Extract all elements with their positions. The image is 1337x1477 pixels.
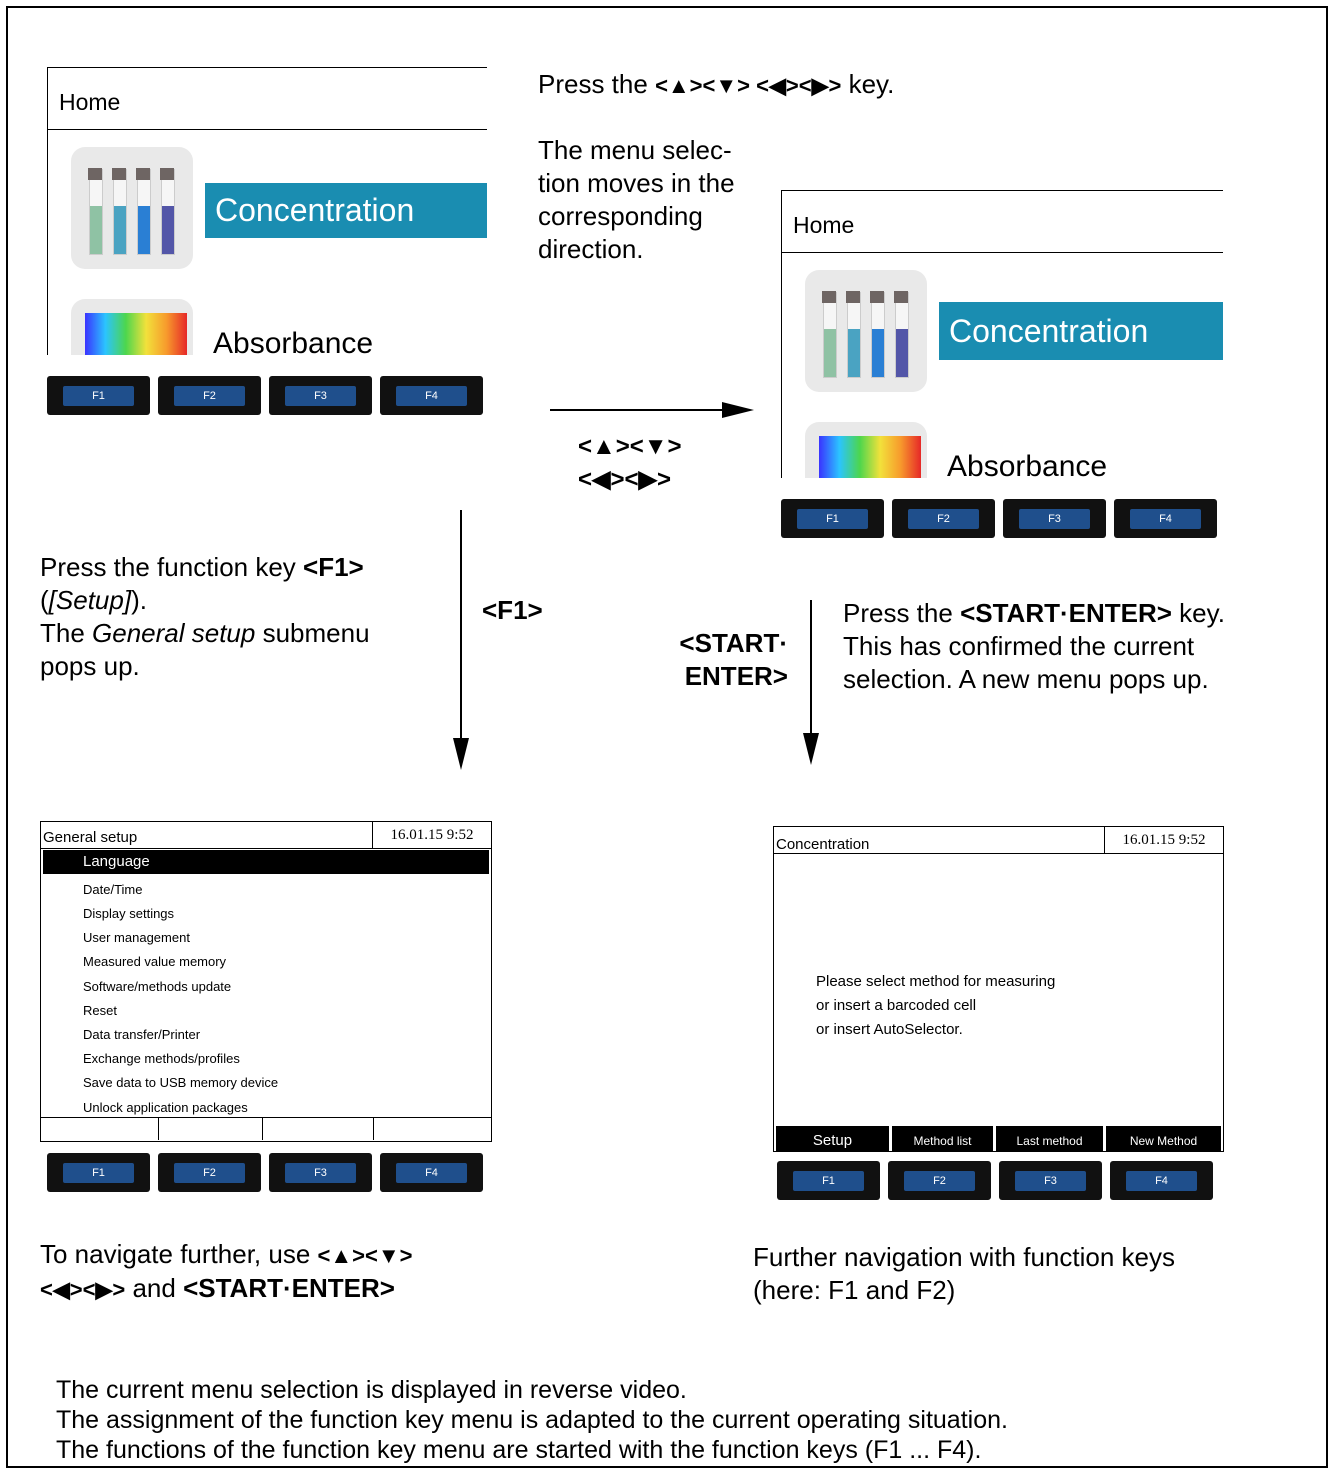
f3-key[interactable]: F3: [269, 1153, 372, 1192]
f2-key[interactable]: F2: [888, 1161, 991, 1200]
f2-key[interactable]: F2: [158, 1153, 261, 1192]
f1-key[interactable]: F1: [781, 499, 884, 538]
f3-key[interactable]: F3: [999, 1161, 1102, 1200]
menu-item-exchange-methods[interactable]: Exchange methods/profiles: [83, 1051, 240, 1066]
screen-datetime: 16.01.15 9:52: [372, 822, 491, 848]
softkey-method-list[interactable]: Method list: [892, 1126, 993, 1151]
home-title: Home: [793, 212, 855, 238]
menu-item-display-settings[interactable]: Display settings: [83, 906, 175, 921]
menu-item-absorbance[interactable]: Absorbance: [947, 450, 1108, 478]
f4-key[interactable]: F4: [1110, 1161, 1213, 1200]
f1-arrow-label: <F1>: [482, 595, 543, 625]
f4-key[interactable]: F4: [1114, 499, 1217, 538]
select-method-message: Please select method for measuring or in…: [816, 973, 1056, 1038]
screen-title: Concentration: [776, 836, 870, 853]
navigate-further-caption: To navigate further, use <▲><▼> <◀><▶> a…: [40, 1239, 413, 1303]
start-enter-caption: Press the <START·ENTER> key. This has co…: [843, 598, 1225, 694]
arrow-right-line: [550, 409, 730, 411]
menu-item-software-update[interactable]: Software/methods update: [83, 979, 232, 994]
menu-item-save-usb[interactable]: Save data to USB memory device: [83, 1075, 279, 1090]
home-screen-2: Home Concentration Absorbance: [781, 190, 1223, 478]
function-key-row-3: F1 F2 F3 F4: [47, 1153, 483, 1192]
start-enter-arrow-label: <START· ENTER>: [679, 628, 788, 691]
f3-key[interactable]: F3: [1003, 499, 1106, 538]
softkey-row: [41, 1117, 491, 1140]
concentration-screen: Concentration 16.01.15 9:52 Please selec…: [773, 826, 1224, 1152]
screen-datetime: 16.01.15 9:52: [1104, 827, 1223, 853]
arrow-down-icon: [803, 733, 819, 765]
softkey-setup[interactable]: Setup: [776, 1126, 889, 1151]
general-setup-screen: General setup 16.01.15 9:52 Language Dat…: [40, 821, 492, 1142]
menu-item-data-transfer[interactable]: Data transfer/Printer: [83, 1027, 201, 1042]
press-arrows-caption: Press the <▲><▼> <◀><▶> key.: [538, 69, 895, 99]
menu-item-absorbance[interactable]: Absorbance: [213, 327, 374, 355]
arrow-down-line-f1: [460, 510, 462, 742]
absorbance-icon: [805, 422, 927, 478]
home-title: Home: [59, 89, 121, 115]
note-1: The current menu selection is displayed …: [56, 1376, 687, 1404]
f1-key[interactable]: F1: [47, 376, 150, 415]
concentration-icon: [805, 270, 927, 392]
arrow-down-line-start: [810, 600, 812, 742]
menu-item-unlock-packages[interactable]: Unlock application packages: [83, 1100, 248, 1115]
softkey-cell[interactable]: [373, 1118, 491, 1140]
concentration-icon: [71, 147, 193, 269]
function-key-row-1: F1 F2 F3 F4: [47, 376, 483, 415]
softkey-last-method[interactable]: Last method: [996, 1126, 1103, 1151]
home-screen-1: Home Concentration Absorbance: [47, 67, 487, 355]
note-2: The assignment of the function key menu …: [56, 1406, 1008, 1434]
softkey-cell[interactable]: [262, 1118, 373, 1140]
f1-key[interactable]: F1: [47, 1153, 150, 1192]
note-3: The functions of the function key menu a…: [56, 1436, 982, 1464]
f2-key[interactable]: F2: [158, 376, 261, 415]
absorbance-icon: [71, 299, 193, 355]
arrow-right-icon: [722, 402, 754, 418]
screen-header: Concentration 16.01.15 9:52: [774, 827, 1223, 854]
page-frame: [6, 6, 1328, 1468]
arrow-down-icon: [453, 738, 469, 770]
menu-item-language[interactable]: Language: [43, 850, 489, 874]
menu-item-concentration[interactable]: Concentration: [205, 183, 487, 238]
screen-header: General setup 16.01.15 9:52: [41, 822, 491, 849]
screen-title: General setup: [43, 829, 138, 846]
function-key-row-4: F1 F2 F3 F4: [777, 1161, 1213, 1200]
further-navigation-caption: Further navigation with function keys (h…: [753, 1242, 1175, 1305]
f2-key[interactable]: F2: [892, 499, 995, 538]
f3-key[interactable]: F3: [269, 376, 372, 415]
menu-item-date-time[interactable]: Date/Time: [83, 882, 143, 897]
softkey-cell[interactable]: [158, 1118, 262, 1140]
menu-moves-caption: The menu selec- tion moves in the corres…: [538, 135, 735, 264]
softkey-new-method[interactable]: New Method: [1106, 1126, 1221, 1151]
f1-key[interactable]: F1: [777, 1161, 880, 1200]
menu-item-measured-value-memory[interactable]: Measured value memory: [83, 954, 227, 969]
f1-caption: Press the function key <F1> ([Setup]). T…: [40, 552, 370, 681]
menu-item-reset[interactable]: Reset: [83, 1003, 117, 1018]
notes: The current menu selection is displayed …: [56, 1375, 1008, 1465]
f4-key[interactable]: F4: [380, 376, 483, 415]
menu-item-user-management[interactable]: User management: [83, 930, 190, 945]
menu-item-concentration[interactable]: Concentration: [939, 302, 1223, 360]
arrow-keys-label: <▲><▼> <◀><▶>: [578, 433, 682, 493]
function-key-row-2: F1 F2 F3 F4: [781, 499, 1217, 538]
f4-key[interactable]: F4: [380, 1153, 483, 1192]
